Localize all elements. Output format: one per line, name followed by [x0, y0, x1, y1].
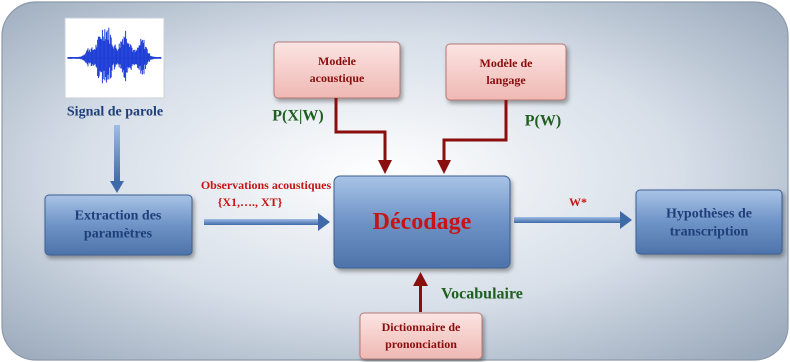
decodage-label: Décodage — [373, 209, 472, 235]
modele-langage-line2: langage — [486, 73, 526, 87]
hypotheses-label-line2: transcription — [670, 225, 749, 240]
vocabulaire-label: Vocabulaire — [441, 286, 523, 303]
dictionnaire-line1: Dictionnaire de — [382, 320, 461, 334]
dictionnaire-box — [359, 312, 483, 360]
signal-label: Signal de parole — [67, 105, 163, 120]
modele-acoustique-line2: acoustique — [310, 71, 365, 85]
arrow-decodage-to-hypotheses — [514, 211, 632, 229]
modele-langage-box — [445, 43, 567, 101]
arrowhead-acoustique — [378, 160, 392, 174]
arrow-acoustique-to-decodage — [334, 98, 387, 162]
observations-label-line2: {X1,…., XT} — [218, 195, 283, 209]
observations-label-line1: Observations acoustiques — [201, 178, 332, 192]
waveform-icon — [64, 17, 165, 99]
hypotheses-label-line1: Hypothèses de — [666, 207, 752, 222]
arrow-signal-to-extraction — [110, 125, 124, 193]
arrow-extraction-to-decodage — [204, 213, 330, 231]
modele-acoustique-line1: Modèle — [318, 54, 357, 68]
extraction-label-line2: paramètres — [84, 227, 153, 242]
modele-acoustique-box — [273, 41, 401, 99]
arrow-langage-to-decodage — [442, 100, 508, 162]
w-star-label: W* — [569, 195, 587, 209]
extraction-label-line1: Extraction des — [75, 209, 162, 224]
modele-langage-line1: Modèle de — [480, 56, 534, 70]
dictionnaire-line2: prononciation — [385, 337, 457, 351]
p-x-w-label: P(X|W) — [272, 108, 324, 125]
extraction-box — [44, 194, 193, 256]
arrow-dictionnaire-to-decodage — [413, 272, 428, 312]
arrowhead-langage — [437, 160, 451, 174]
decodage-box — [333, 175, 511, 269]
hypotheses-box — [635, 189, 783, 255]
p-w-label: P(W) — [525, 113, 561, 130]
